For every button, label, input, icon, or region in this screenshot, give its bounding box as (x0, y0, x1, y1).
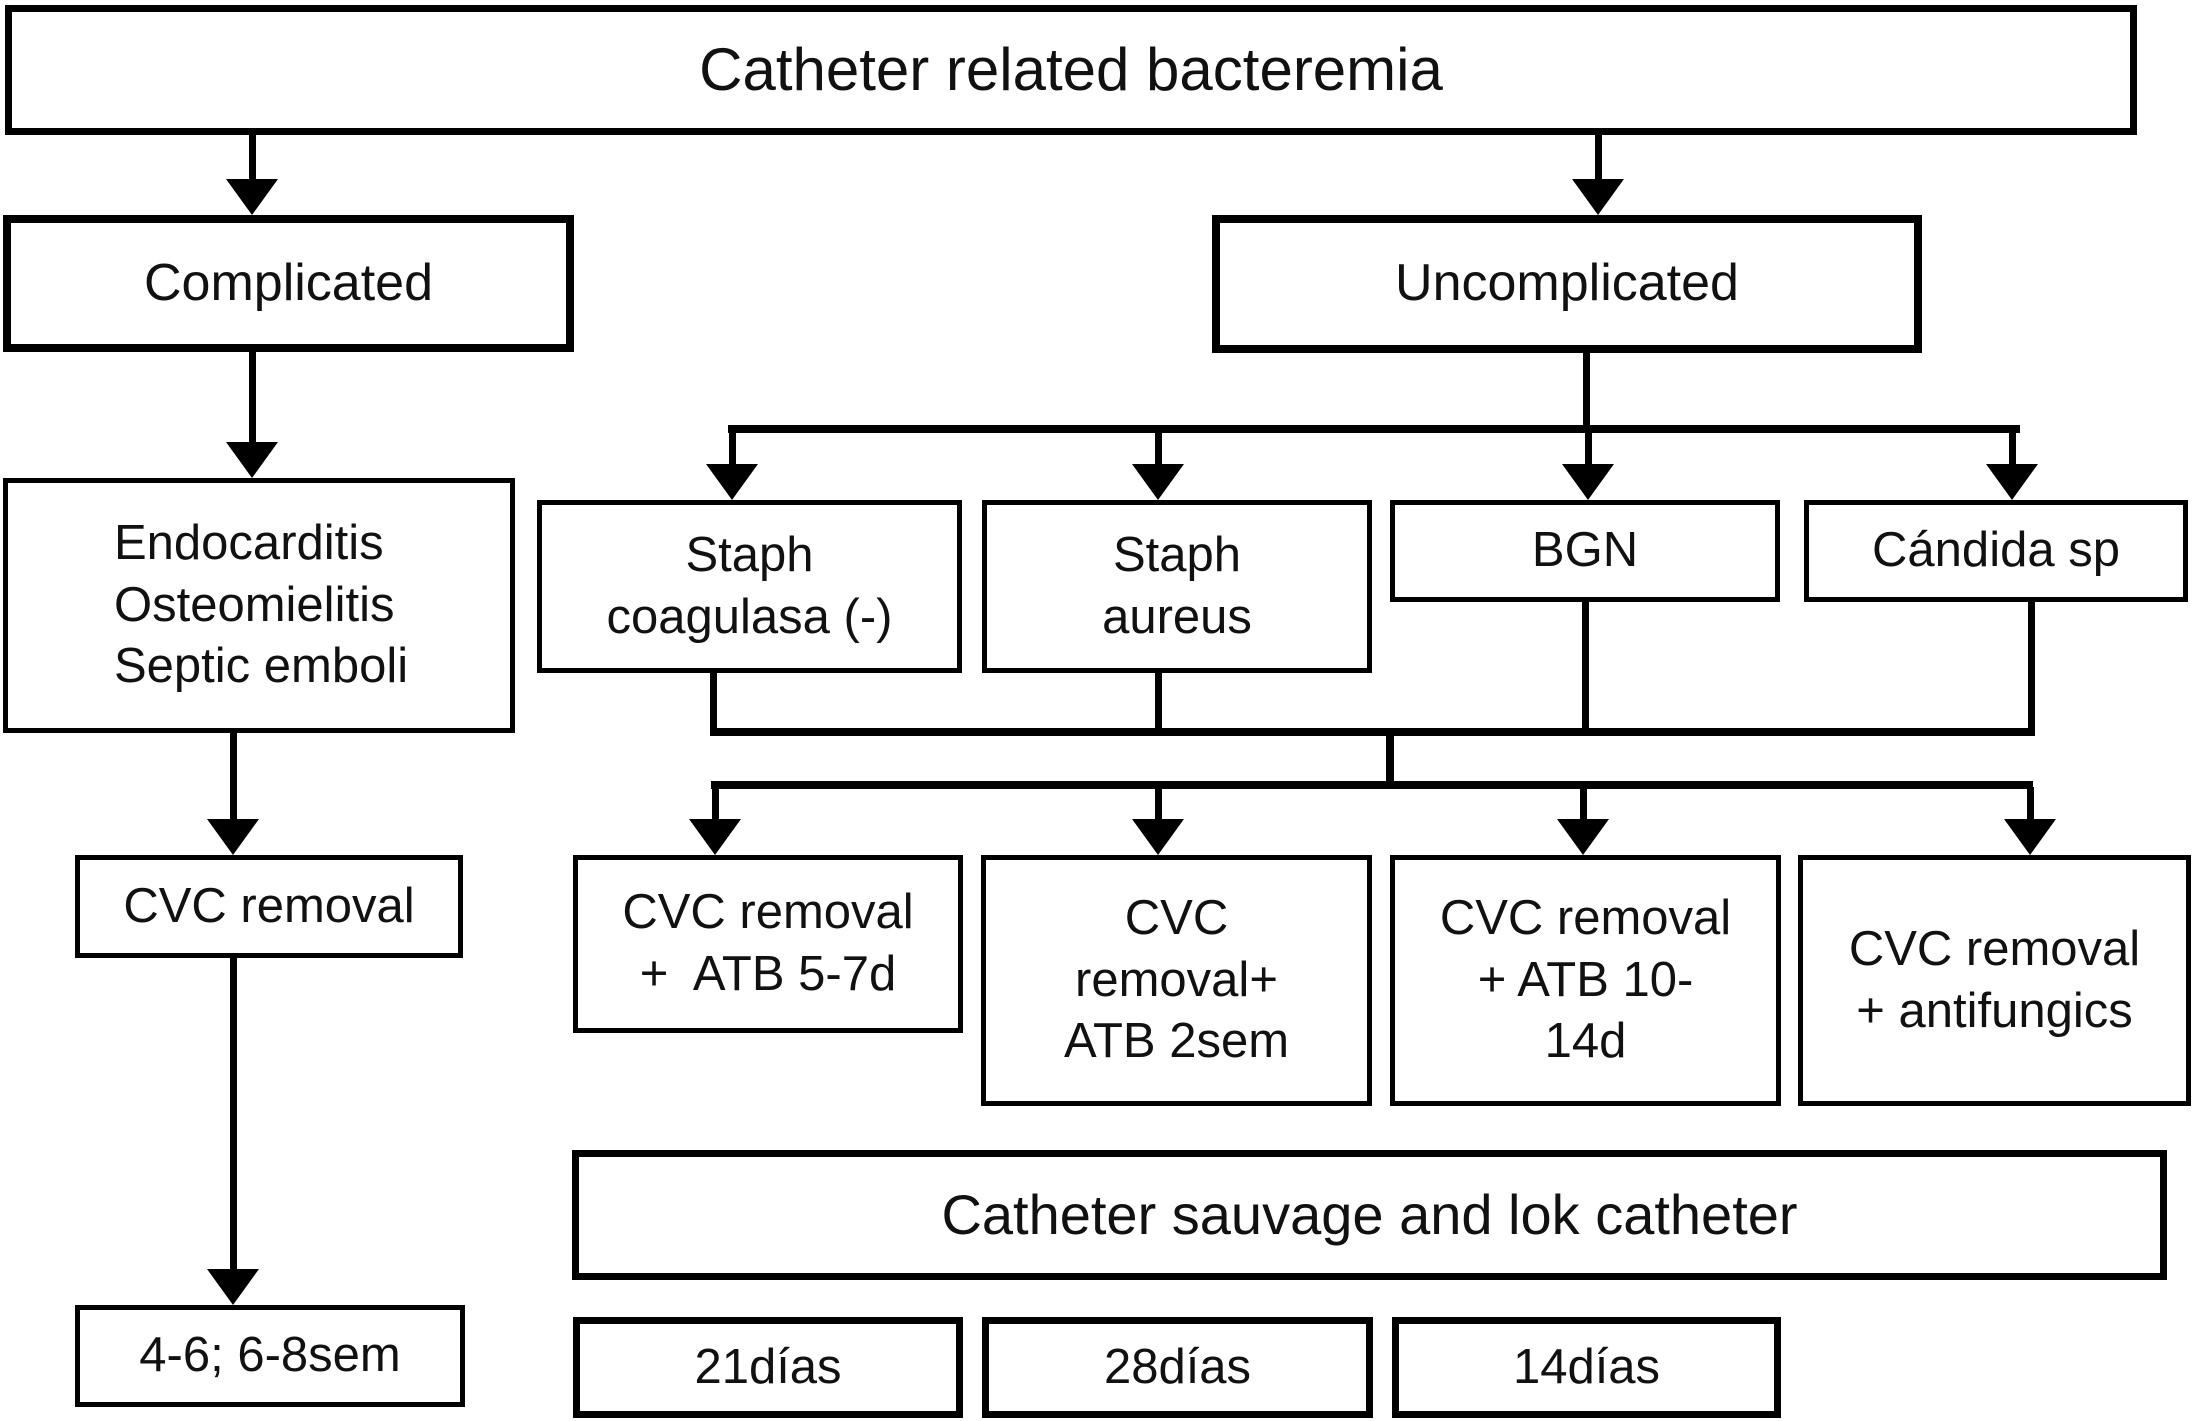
arrow-shaft (711, 787, 719, 819)
node-duration-complicated: 4-6; 6-8sem (75, 1305, 465, 1407)
node-label-line: Staph (1112, 527, 1242, 582)
arrowhead-down-icon (2004, 819, 2056, 855)
node-label-line: CVC (1124, 890, 1229, 945)
connector-uncomplicated-stub (1583, 350, 1590, 429)
arrowhead-down-icon (226, 442, 278, 478)
arrow-branch-to-bgn (1562, 431, 1614, 500)
arrow-branch-to-staph-aureus (1132, 431, 1184, 500)
arrow-root-to-uncomplicated (1572, 133, 1624, 215)
arrow-shaft (1594, 133, 1602, 179)
connector-collector (710, 728, 2035, 736)
arrow-shaft (248, 133, 256, 179)
node-label-line: CVC removal (1848, 921, 2141, 976)
node-treatment-staph-coagulase: CVC removal + ATB 5-7d (573, 855, 963, 1033)
arrow-distributor-to-treatment-staph-coagulase (689, 787, 741, 855)
node-label-line: 14d (1544, 1014, 1627, 1069)
node-label: Uncomplicated (1395, 254, 1739, 313)
arrowhead-down-icon (706, 464, 758, 500)
arrowhead-down-icon (1132, 464, 1184, 500)
arrow-shaft (1584, 431, 1592, 464)
node-label-line: Endocarditis (114, 515, 384, 570)
node-label-line: Septic emboli (114, 639, 409, 694)
arrowhead-down-icon (689, 819, 741, 855)
node-duration-21-dias: 21días (573, 1317, 963, 1418)
node-catheter-related-bacteremia: Catheter related bacteremia (5, 5, 2137, 135)
node-label: Catheter related bacteremia (699, 36, 1443, 104)
node-bgn: BGN (1390, 500, 1780, 602)
connector-distributor (711, 781, 2033, 789)
arrow-shaft (248, 350, 256, 442)
node-label: 14días (1512, 1339, 1661, 1394)
node-label: 21días (694, 1339, 842, 1394)
arrow-shaft (728, 431, 736, 464)
node-label-line: Staph (685, 527, 814, 582)
arrow-distributor-to-treatment-bgn (1557, 787, 1609, 855)
node-cvc-removal: CVC removal (75, 855, 463, 958)
node-treatment-bgn: CVC removal + ATB 10- 14d (1390, 855, 1781, 1106)
connector-stub-bgn (1582, 600, 1589, 734)
connector-stub-staph-coagulase (710, 671, 717, 734)
arrow-root-to-complicated (226, 133, 278, 215)
node-treatment-staph-aureus: CVC removal+ ATB 2sem (981, 855, 1372, 1106)
node-label: BGN (1531, 523, 1639, 578)
node-label-line: + antifungics (1856, 983, 2133, 1038)
node-label-line: Osteomielitis (114, 577, 395, 632)
node-label-line: ATB 2sem (1063, 1014, 1290, 1069)
arrow-shaft (2008, 431, 2016, 464)
arrowhead-down-icon (207, 819, 259, 855)
connector-branch-top (728, 425, 2020, 433)
arrow-shaft (1579, 787, 1587, 819)
node-candida-sp: Cándida sp (1804, 500, 2188, 602)
arrow-distributor-to-treatment-candida (2004, 787, 2056, 855)
node-label: CVC removal (123, 878, 415, 933)
node-label: Complicated (143, 253, 434, 312)
arrowhead-down-icon (1562, 464, 1614, 500)
node-staph-coagulase-negative: Staph coagulasa (-) (537, 500, 962, 673)
arrowhead-down-icon (226, 179, 278, 215)
arrowhead-down-icon (1572, 179, 1624, 215)
node-label-line: removal+ (1075, 952, 1278, 1007)
node-complications-list: Endocarditis Osteomielitis Septic emboli (3, 478, 515, 733)
node-label: 28días (1103, 1339, 1252, 1394)
node-label-line: CVC removal (622, 885, 914, 940)
arrowhead-down-icon (207, 1269, 259, 1305)
arrowhead-down-icon (1132, 819, 1184, 855)
arrowhead-down-icon (1986, 464, 2038, 500)
arrowhead-down-icon (1557, 819, 1609, 855)
arrow-shaft (229, 956, 237, 1269)
connector-stub-candida (2028, 600, 2035, 734)
node-duration-28-dias: 28días (982, 1317, 1373, 1418)
arrow-complications-to-cvc-removal (207, 731, 259, 855)
node-label: Cándida sp (1872, 523, 2120, 578)
arrow-shaft (1154, 787, 1162, 819)
node-label-line: aureus (1102, 589, 1252, 644)
arrow-shaft (1154, 431, 1162, 464)
node-label: 4-6; 6-8sem (139, 1328, 401, 1383)
node-label-line: + ATB 10- (1477, 952, 1694, 1007)
connector-stub-staph-aureus (1155, 671, 1162, 734)
node-catheter-salvage: Catheter sauvage and lok catheter (572, 1150, 2167, 1280)
arrow-shaft (2026, 787, 2034, 819)
node-label: Catheter sauvage and lok catheter (941, 1182, 1798, 1246)
node-label-line: CVC removal (1439, 890, 1732, 945)
arrow-distributor-to-treatment-staph-aureus (1132, 787, 1184, 855)
node-label-line: coagulasa (-) (606, 589, 893, 644)
arrow-complicated-to-complications (226, 350, 278, 478)
node-label-line: + ATB 5-7d (639, 947, 897, 1001)
arrow-branch-to-candida (1986, 431, 2038, 500)
arrow-shaft (229, 731, 237, 819)
node-treatment-candida: CVC removal + antifungics (1798, 855, 2191, 1106)
node-duration-14-dias: 14días (1392, 1317, 1781, 1418)
node-uncomplicated: Uncomplicated (1212, 215, 1922, 353)
connector-collector-drop (1386, 734, 1394, 785)
node-complicated: Complicated (3, 215, 574, 352)
arrow-branch-to-staph-coagulase (706, 431, 758, 500)
arrow-cvc-removal-to-duration (207, 956, 259, 1305)
node-staph-aureus: Staph aureus (982, 500, 1372, 673)
